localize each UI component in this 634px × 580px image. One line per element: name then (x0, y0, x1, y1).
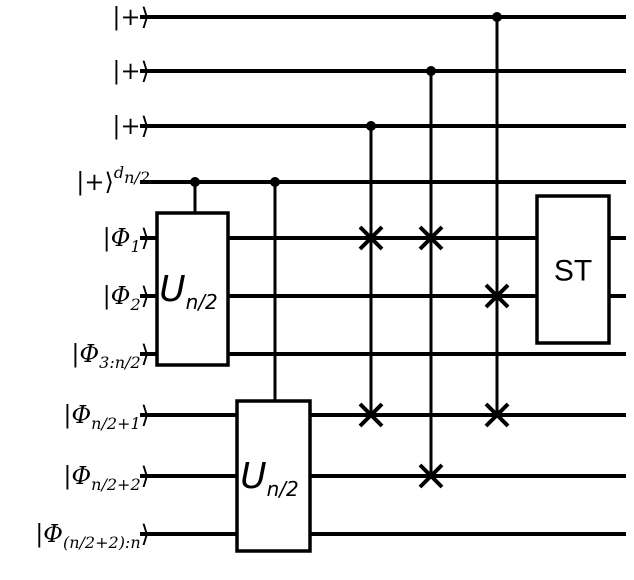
qubit-label-8: |Φn/2+2⟩ (63, 462, 150, 494)
cswap-2-swap-cross-0 (418, 225, 444, 251)
gate-boxes: Un/2Un/2ST (155, 194, 611, 553)
qubit-label-5: |Φ2⟩ (103, 282, 150, 314)
control-dots-and-swaps (190, 12, 510, 489)
cswap-2-swap-cross-1 (418, 463, 444, 489)
gate-u-top: Un/2 (155, 211, 230, 367)
gate-label-u-top: Un/2 (159, 269, 218, 314)
cswap-3-control-dot (492, 12, 502, 22)
qubit-label-9: |Φ(n/2+2):n⟩ (35, 520, 150, 552)
qubit-label-3: |+⟩dn/2 (76, 163, 150, 197)
qubit-labels: |+⟩ |+⟩ |+⟩ |+⟩dn/2 |Φ1⟩ |Φ2⟩ |Φ3:n/2⟩ |Φn/2+1⟩… (35, 3, 150, 552)
cswap-1-swap-cross-1 (358, 402, 384, 428)
qubit-label-7: |Φn/2+1⟩ (63, 401, 150, 433)
cswap-2-control-dot (426, 66, 436, 76)
cswap-1-control-dot (366, 121, 376, 131)
qubit-label-0: |+⟩ (112, 3, 150, 32)
qubit-label-1: |+⟩ (112, 57, 150, 86)
qubit-label-2: |+⟩ (112, 112, 150, 141)
cswap-3-swap-cross-0 (484, 283, 510, 309)
qubit-label-4: |Φ1⟩ (103, 224, 150, 256)
qubit-label-6: |Φ3:n/2⟩ (71, 340, 150, 372)
gate-label-st: ST (554, 255, 592, 288)
gate-u-bottom: Un/2 (235, 399, 312, 553)
ctrl-u-bottom-control-dot (270, 177, 280, 187)
cswap-3-swap-cross-1 (484, 402, 510, 428)
ctrl-u-top-control-dot (190, 177, 200, 187)
cswap-1-swap-cross-0 (358, 225, 384, 251)
gate-label-u-bottom: Un/2 (240, 456, 299, 501)
control-lines (193, 17, 499, 476)
gate-st: ST (535, 194, 611, 345)
